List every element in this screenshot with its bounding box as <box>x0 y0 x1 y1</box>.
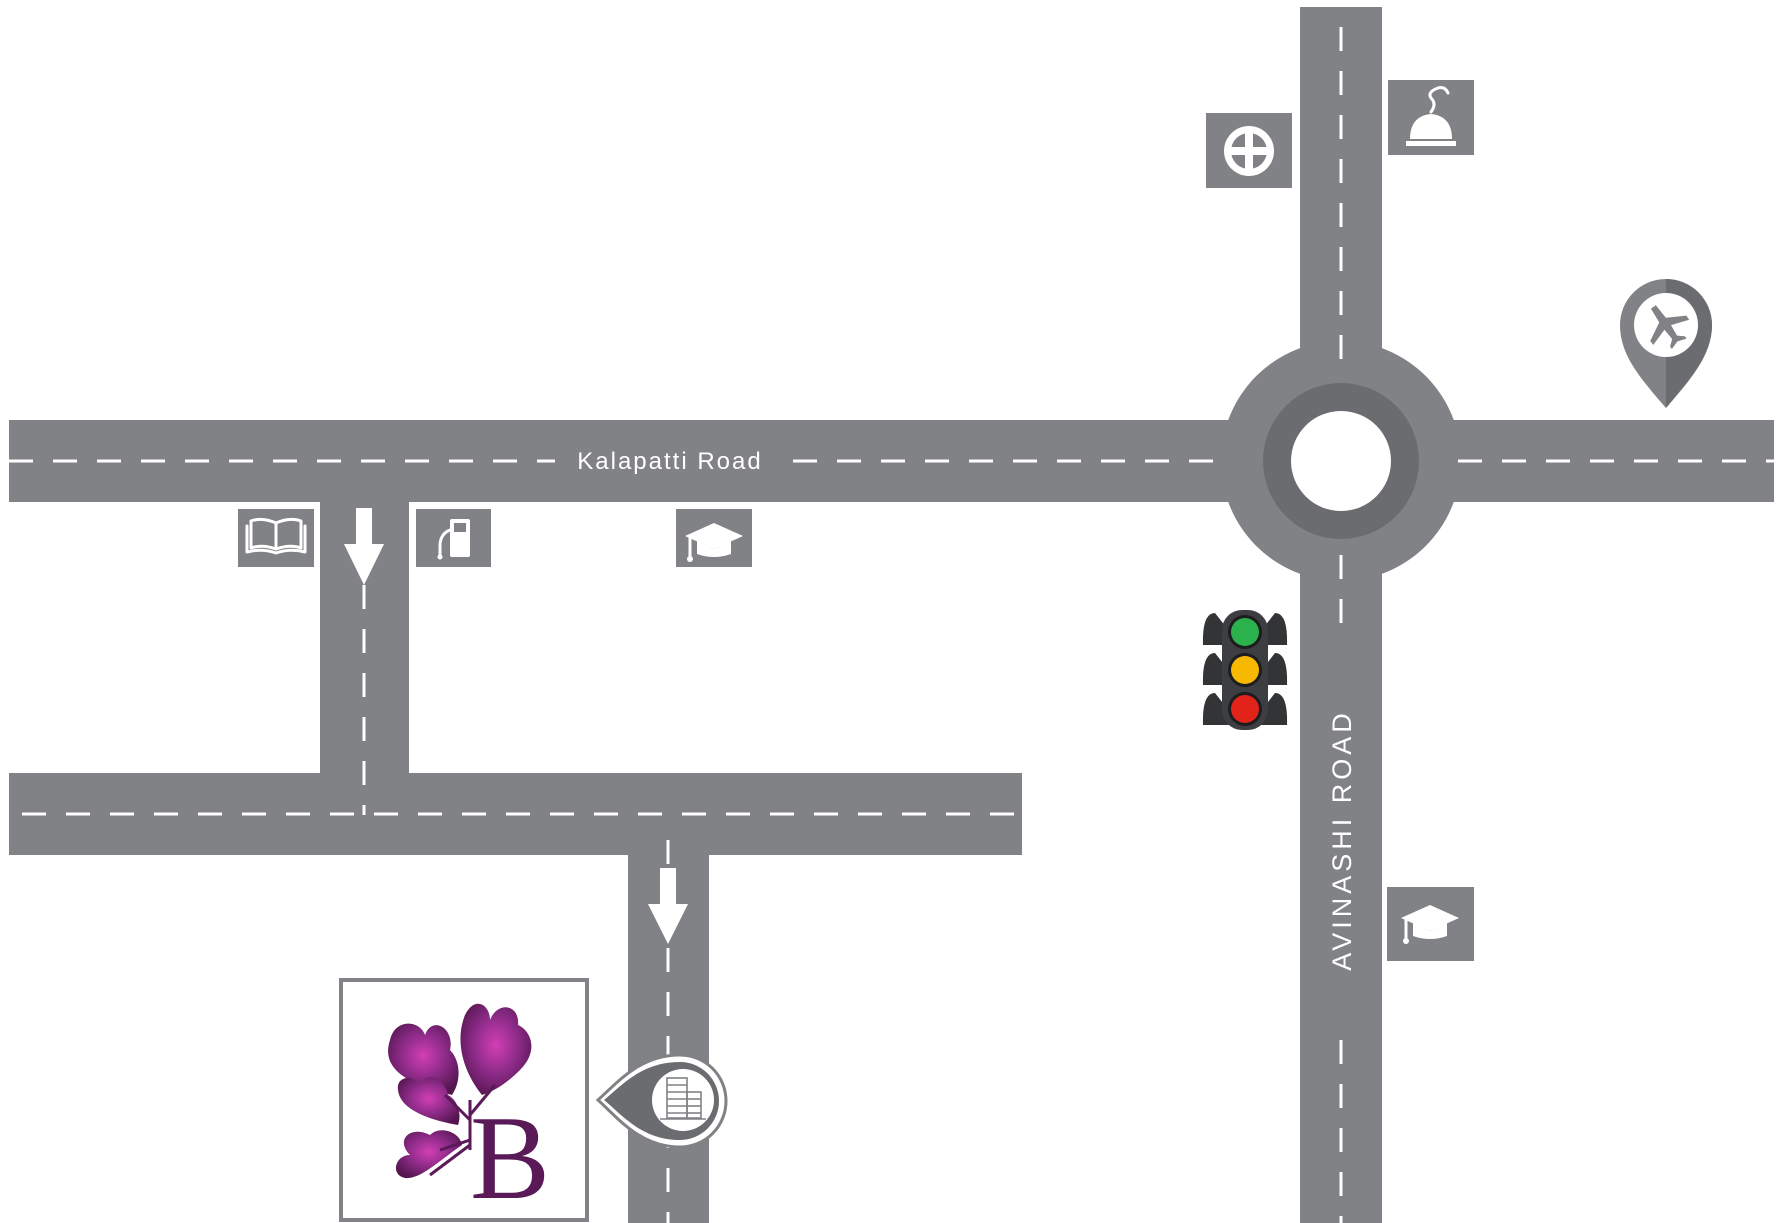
college-landmark <box>1387 887 1474 961</box>
fuel-pump-icon <box>437 519 470 560</box>
arrow-down-icon <box>648 868 688 944</box>
lane-markings <box>9 27 1774 1223</box>
graduation-cap-icon <box>685 523 743 562</box>
logo-letter: B <box>470 1091 550 1223</box>
roundabout-island <box>1291 411 1391 511</box>
hotel-landmark <box>1388 80 1474 155</box>
fuel-landmark <box>416 509 491 567</box>
traffic-light-icon <box>1202 610 1288 730</box>
airplane-icon <box>1650 305 1690 350</box>
airport-landmark <box>1620 279 1712 408</box>
flower-logo-icon: B <box>388 1003 550 1223</box>
open-book-icon <box>245 517 307 555</box>
kalapatti-road-label: Kalapatti Road <box>577 448 762 475</box>
arrow-down-icon <box>344 508 384 585</box>
building-pin-icon <box>660 1077 706 1120</box>
college-landmark <box>676 509 752 567</box>
library-landmark <box>238 509 314 567</box>
graduation-cap-icon <box>1401 905 1459 944</box>
food-cloche-icon <box>1406 86 1456 146</box>
brand-logo: B <box>339 978 589 1223</box>
avinashi-road-label: AVINASHI ROAD <box>1327 709 1357 971</box>
destination-pin <box>595 1053 728 1149</box>
hospital-landmark <box>1206 113 1292 188</box>
road-network <box>9 7 1774 1223</box>
hospital-cross-icon <box>1224 126 1274 176</box>
